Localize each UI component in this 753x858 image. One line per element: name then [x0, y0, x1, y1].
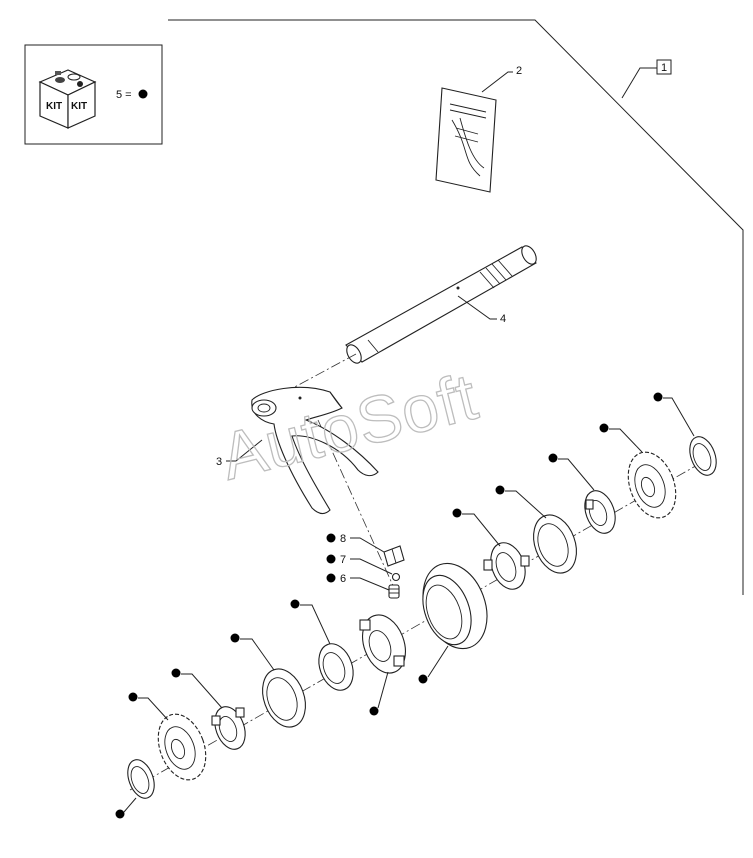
bullet-6: [326, 573, 336, 583]
callout-8: 8: [340, 533, 346, 545]
bullet-thin-ring-b: [115, 809, 125, 819]
kit-bullet-icon: [138, 89, 148, 99]
bullet-7: [326, 554, 336, 564]
part-cone-ring-a: [533, 514, 577, 574]
part-2-manual: [435, 87, 497, 193]
part-thin-ring-a: [689, 436, 717, 476]
bullet-8: [326, 533, 336, 543]
callout-2: 2: [516, 65, 522, 77]
part-thin-ring-b: [127, 759, 155, 799]
part-synchro-ring-a: [483, 542, 530, 590]
bullet-gear-a: [599, 423, 609, 433]
bullet-dog-a: [548, 453, 558, 463]
part-dog-ring-b: [211, 706, 246, 750]
part-6-spring: [388, 584, 400, 599]
watermark-text: AutoSoft: [213, 359, 484, 494]
kit-bracket: [168, 19, 744, 595]
part-synchro-hub: [359, 614, 406, 674]
part-dog-ring-a: [584, 490, 616, 534]
part-4-shaft: [345, 245, 537, 364]
part-7-ball: [391, 572, 401, 582]
part-3-shift-fork: [251, 386, 379, 515]
kit-legend: KIT KIT 5 =: [24, 44, 163, 145]
bullet-cone-a: [495, 485, 505, 495]
callout-6: 6: [340, 573, 346, 585]
bullet-hub: [369, 706, 379, 716]
callout-3: 3: [216, 456, 222, 468]
bullet-ring-b: [290, 599, 300, 609]
kit-equation: 5 =: [116, 89, 132, 101]
bullet-thin-ring-a: [653, 392, 663, 402]
kit-reference-callout: 1: [621, 59, 672, 99]
callout-4: 4: [500, 313, 506, 325]
bullet-ring-a: [452, 508, 462, 518]
part-gear-a: [627, 451, 677, 519]
part-cone-ring-b: [262, 668, 306, 728]
part-synchro-ring-b: [318, 643, 354, 691]
bullet-dog-b: [171, 668, 181, 678]
kit-reference-number: 1: [661, 62, 667, 74]
kit-label-right: KIT: [71, 101, 87, 112]
kit-label-left: KIT: [46, 101, 62, 112]
bullet-gear-b: [128, 692, 138, 702]
kit-box-icon: KIT KIT: [38, 69, 97, 129]
part-8-detent-plate: [383, 545, 405, 567]
bullet-sleeve: [418, 674, 428, 684]
bullet-cone-b: [230, 633, 240, 643]
part-shift-sleeve: [422, 562, 488, 650]
callout-7: 7: [340, 554, 346, 566]
part-gear-b: [157, 713, 207, 781]
